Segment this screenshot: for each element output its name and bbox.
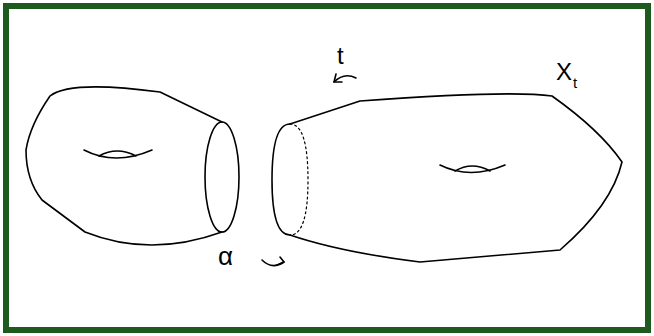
right-surface-outline: [290, 94, 622, 262]
alpha-arrowhead: [277, 257, 284, 265]
curve-label: α: [218, 243, 233, 269]
parameter-label: t: [337, 44, 344, 68]
right-handle: [455, 166, 490, 171]
right-handle: [440, 165, 505, 173]
left-surface-outline: [26, 87, 222, 245]
left-boundary-circle: [205, 122, 239, 232]
right-boundary-circle: [272, 124, 290, 235]
surface-label: X: [556, 60, 572, 84]
twist-arrow: [334, 76, 356, 82]
twist-arrowhead: [334, 74, 342, 82]
left-handle: [99, 151, 136, 156]
left-handle: [84, 150, 152, 158]
green-frame: [3, 3, 651, 333]
surface-subscript: t: [573, 75, 577, 90]
right-boundary-hidden: [290, 124, 308, 235]
